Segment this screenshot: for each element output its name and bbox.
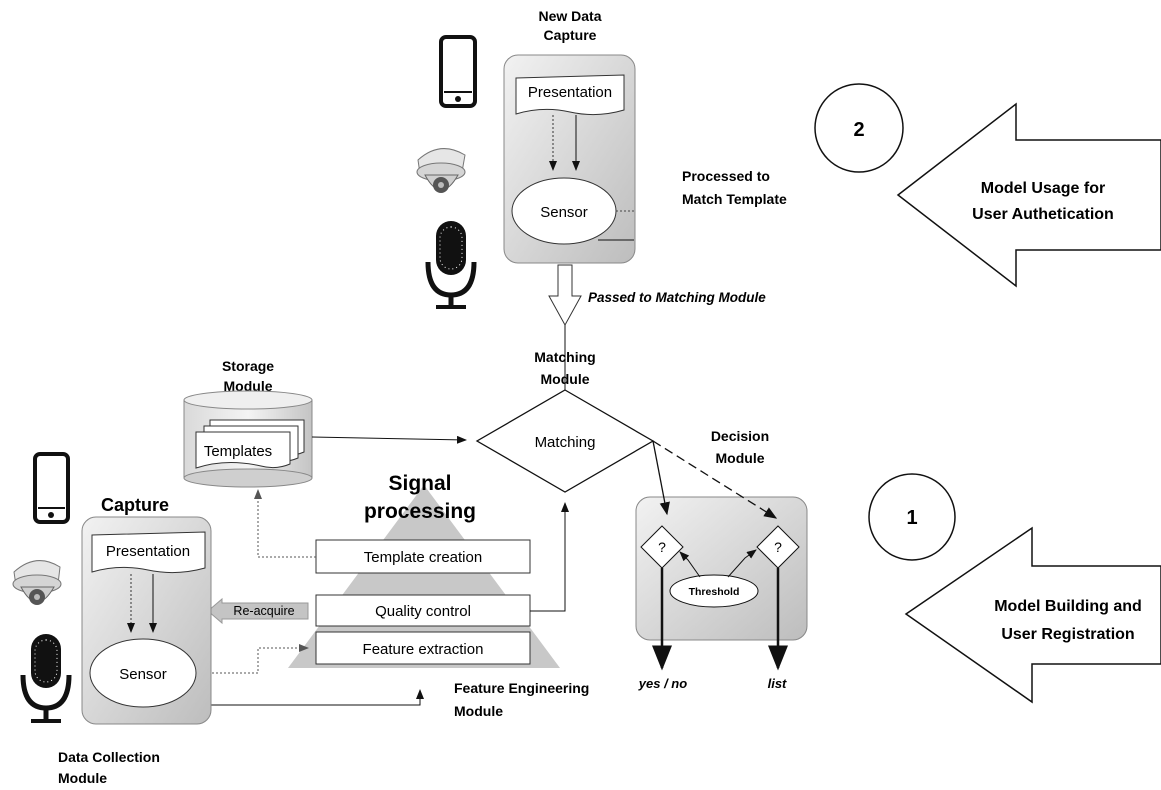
feature-engineering-label-2: Module xyxy=(454,703,503,719)
bottom-phone-icon xyxy=(33,452,70,524)
processed-label-2: Match Template xyxy=(682,191,787,207)
template-to-storage-arrow xyxy=(254,489,316,558)
model-building-label-2: User Registration xyxy=(1001,626,1134,643)
sensor-to-feature-engineering xyxy=(172,689,424,706)
step-1-number: 1 xyxy=(906,507,917,529)
decision-question-right: ? xyxy=(774,539,782,555)
decision-module-title-1: Decision xyxy=(711,428,769,444)
new-data-capture-title-2: Capture xyxy=(544,27,597,43)
data-collection-label-2: Module xyxy=(58,770,107,786)
templates-label: Templates xyxy=(204,443,272,460)
bottom-microphone-icon xyxy=(20,634,72,723)
matching-module-title-1: Matching xyxy=(534,349,595,365)
top-phone-icon xyxy=(439,35,477,108)
model-building-label-1: Model Building and xyxy=(994,598,1142,615)
top-presentation-shape xyxy=(515,74,625,116)
capture-presentation-label: Presentation xyxy=(106,543,190,560)
processed-label-1: Processed to xyxy=(682,168,770,184)
signal-title-1: Signal xyxy=(388,472,451,495)
storage-module-title-2: Module xyxy=(224,378,273,394)
decision-panel xyxy=(635,496,808,641)
decision-module-title-2: Module xyxy=(716,450,765,466)
step-2-number: 2 xyxy=(853,119,864,141)
reacquire-label: Re-acquire xyxy=(233,604,294,618)
top-sensor-label: Sensor xyxy=(540,204,588,221)
feature-engineering-label-1: Feature Engineering xyxy=(454,680,589,696)
threshold-ellipse xyxy=(669,574,759,608)
quality-to-matching-arrow xyxy=(530,502,569,612)
step-2-circle xyxy=(814,83,904,173)
passed-label: Passed to Matching Module xyxy=(588,290,766,305)
matching-module-title-2: Module xyxy=(541,371,590,387)
feature-extraction-box xyxy=(315,631,531,665)
signal-title-2: processing xyxy=(364,500,476,523)
storage-to-matching-arrow xyxy=(311,435,467,444)
list-label: list xyxy=(768,676,787,691)
storage-module-title-1: Storage xyxy=(222,358,274,374)
new-data-capture-title-1: New Data xyxy=(538,8,601,24)
quality-control-label: Quality control xyxy=(375,603,471,620)
matching-to-decision-list xyxy=(652,440,778,519)
yes-no-label: yes / no xyxy=(638,676,687,691)
template-creation-label: Template creation xyxy=(364,549,482,566)
decision-question-left: ? xyxy=(658,539,666,555)
top-microphone-icon xyxy=(425,221,477,309)
feature-extraction-label: Feature extraction xyxy=(363,641,484,658)
top-presentation-label: Presentation xyxy=(528,84,612,101)
top-camera-icon xyxy=(416,148,466,193)
data-collection-label-1: Data Collection xyxy=(58,749,160,765)
threshold-to-left xyxy=(679,551,701,578)
threshold-to-right xyxy=(727,549,757,578)
quality-control-box xyxy=(315,594,531,627)
model-usage-label-2: User Authetication xyxy=(972,206,1114,223)
sensor-to-feature-extraction xyxy=(200,644,309,674)
capture-sensor-ellipse xyxy=(89,638,197,708)
model-building-arrow xyxy=(904,526,1161,704)
new-data-capture-group: New Data Capture Presentation Sensor Pro… xyxy=(503,8,787,390)
model-usage-label-1: Model Usage for xyxy=(981,180,1105,197)
threshold-label: Threshold xyxy=(689,586,740,598)
matching-label: Matching xyxy=(535,434,596,451)
capture-title: Capture xyxy=(101,495,169,515)
reacquire-arrow xyxy=(207,597,309,625)
step-1-circle xyxy=(868,473,956,561)
model-usage-arrow xyxy=(896,102,1161,288)
capture-presentation-shape xyxy=(91,531,206,574)
templates-stack xyxy=(195,419,305,469)
matching-diamond xyxy=(475,389,655,493)
passed-down-arrow xyxy=(548,264,582,327)
bottom-camera-icon xyxy=(12,560,62,605)
capture-sensor-label: Sensor xyxy=(119,666,167,683)
matching-to-decision-yesno xyxy=(652,440,670,516)
